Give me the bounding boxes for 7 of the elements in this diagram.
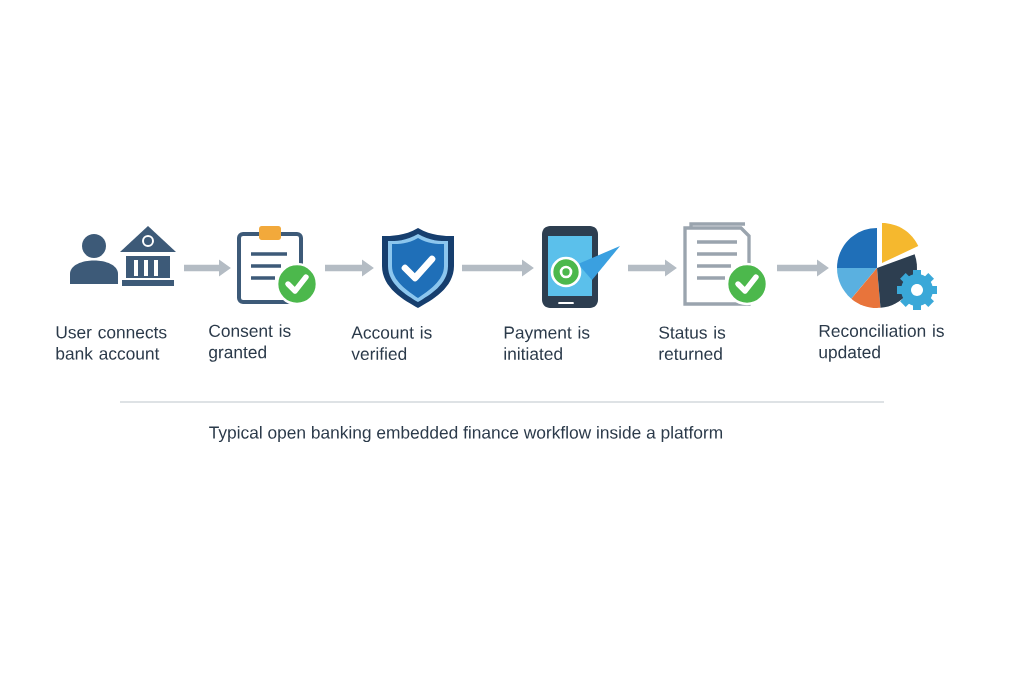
step-label: User connects bank account <box>56 326 167 360</box>
step-label: Consent is granted <box>209 324 291 362</box>
step-label: Reconciliation is updated <box>819 324 944 362</box>
step-label: Payment is initiated <box>504 325 590 361</box>
caption: Typical open banking embedded finance workflow inside a platform <box>209 425 722 443</box>
step-label: Status is returned <box>659 325 726 361</box>
step-label: Account is verified <box>351 325 432 361</box>
